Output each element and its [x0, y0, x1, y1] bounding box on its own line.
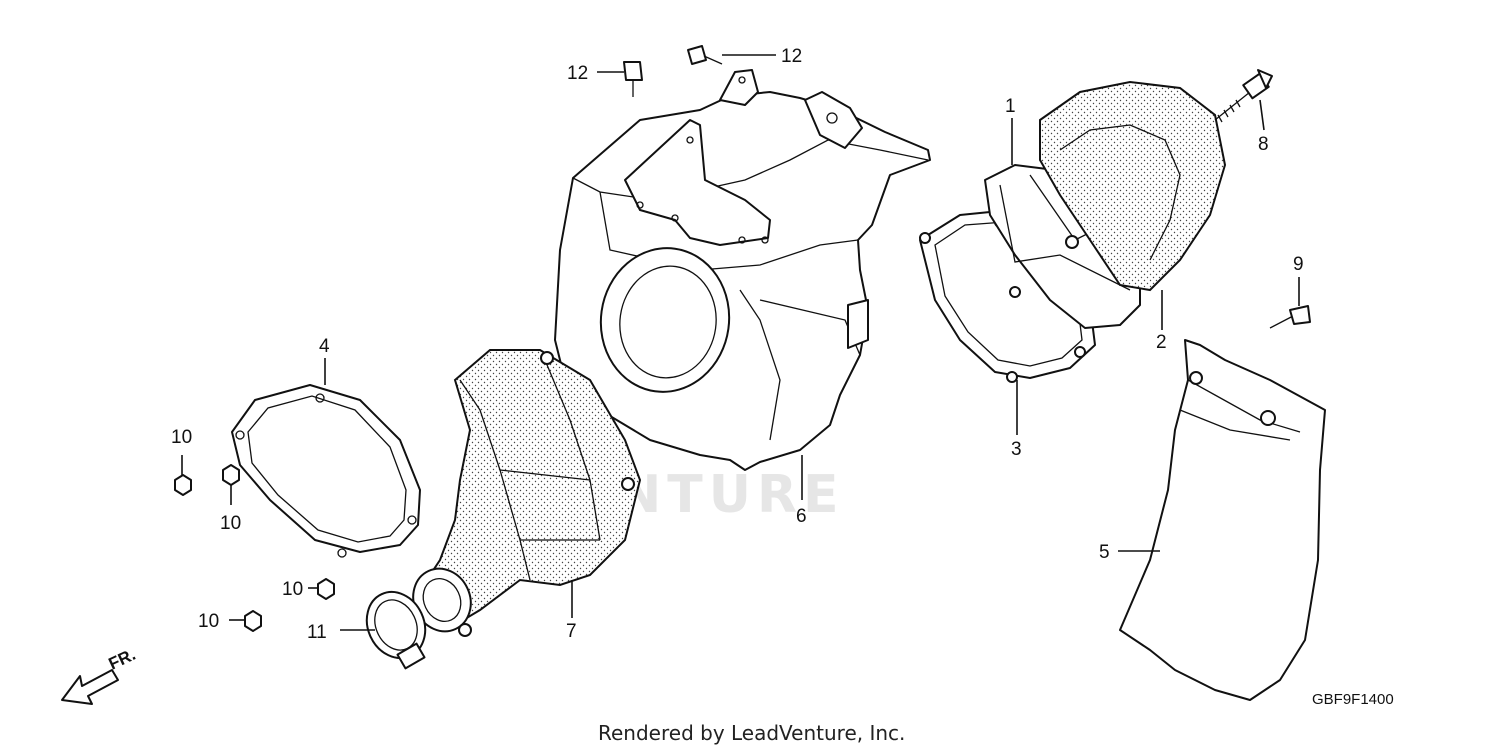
part-4-gasket[interactable]	[231, 384, 421, 558]
part-6-air-cleaner-case[interactable]	[554, 69, 931, 471]
part-7-intake-duct[interactable]	[403, 349, 642, 641]
diagram-code: GBF9F1400	[1312, 691, 1394, 708]
callout-12b: 12	[781, 46, 802, 67]
direction-label: FR.	[106, 645, 139, 674]
callout-12a: 12	[567, 63, 588, 84]
callout-8: 8	[1258, 134, 1269, 155]
part-10-nut-d[interactable]	[244, 610, 262, 632]
arrow-icon	[61, 669, 119, 705]
callout-11: 11	[307, 622, 327, 643]
callout-4: 4	[319, 336, 330, 357]
callout-2: 2	[1156, 332, 1167, 353]
callout-5: 5	[1099, 542, 1110, 563]
footer-credit: Rendered by LeadVenture, Inc.	[598, 721, 905, 745]
part-2-foam-element[interactable]	[1039, 80, 1227, 292]
part-9-screw[interactable]	[1269, 305, 1311, 329]
part-10-nut-b[interactable]	[222, 464, 240, 486]
part-8-wing-bolt[interactable]	[1214, 69, 1273, 123]
callout-1: 1	[1005, 96, 1016, 117]
leader-lines	[181, 54, 1300, 631]
callout-10b: 10	[220, 513, 241, 534]
callout-6: 6	[796, 506, 807, 527]
callout-labels: 1 2 3 4 5 6 7 8 9 10 10 10 10 11 12 12	[171, 46, 1304, 643]
part-5-cover[interactable]	[1119, 339, 1326, 701]
part-12-bolt-left[interactable]	[623, 61, 643, 97]
callout-3: 3	[1011, 439, 1022, 460]
callout-10a: 10	[171, 427, 192, 448]
callout-9: 9	[1293, 254, 1304, 275]
part-10-nut-c[interactable]	[317, 578, 335, 600]
callout-7: 7	[566, 621, 577, 642]
front-direction-arrow: FR.	[61, 645, 139, 705]
callout-10c: 10	[282, 579, 303, 600]
callout-10d: 10	[198, 611, 219, 632]
part-11-clamp[interactable]	[356, 582, 435, 670]
part-10-nut-a[interactable]	[174, 474, 192, 496]
part-12-bolt-top[interactable]	[687, 45, 723, 65]
